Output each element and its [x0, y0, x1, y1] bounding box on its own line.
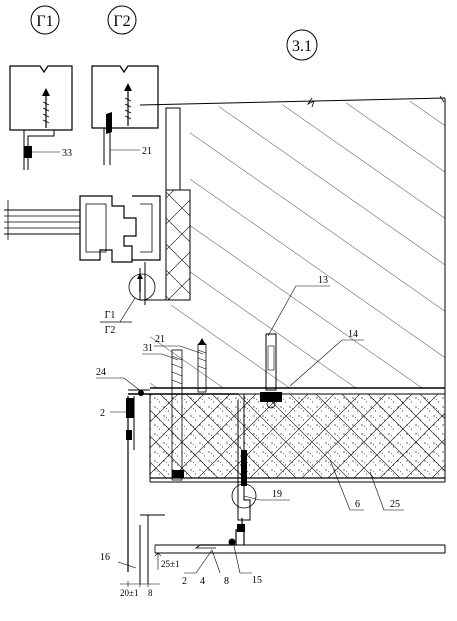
callout-16: 16 — [100, 552, 110, 563]
dimensions — [120, 552, 162, 587]
insulation-layer — [149, 393, 445, 483]
callout-25: 25 — [390, 499, 400, 510]
dimension-8: 8 — [148, 588, 153, 598]
callout-fraction: Г1 Г2 — [100, 297, 136, 336]
view-label-g1: Г1 — [36, 13, 53, 30]
callout-14: 14 — [348, 329, 358, 340]
dimension-25: 25±1 — [161, 559, 179, 569]
leaders — [96, 285, 404, 574]
callout-33: 33 — [62, 148, 72, 159]
section-label: 3.1 — [292, 38, 312, 55]
callout-19: 19 — [272, 489, 282, 500]
window-frame — [4, 195, 161, 263]
callout-13: 13 — [318, 275, 328, 286]
callout-21: 21 — [155, 334, 165, 345]
bracket-19 — [231, 393, 257, 532]
window-jamb — [128, 107, 191, 305]
detail-g2: Г2 21 — [91, 5, 159, 165]
callout-31: 31 — [143, 343, 153, 354]
fraction-bottom: Г2 — [105, 325, 116, 336]
callout-4: 4 — [200, 576, 205, 587]
bottom-flashing — [139, 514, 446, 584]
callout-24: 24 — [96, 367, 106, 378]
dimension-20: 20±1 — [120, 588, 138, 598]
callout-2-bottom: 2 — [182, 576, 187, 587]
anchor-bolts — [171, 333, 282, 481]
callout-2-left: 2 — [100, 408, 105, 419]
vertical-rail — [126, 389, 238, 572]
callout-8: 8 — [224, 576, 229, 587]
callout-21-detail: 21 — [142, 146, 152, 157]
callout-15: 15 — [252, 575, 262, 586]
fraction-top: Г1 — [105, 310, 116, 321]
detail-g1: Г1 33 — [9, 5, 73, 170]
view-label-g2: Г2 — [113, 13, 130, 30]
callout-6: 6 — [355, 499, 360, 510]
